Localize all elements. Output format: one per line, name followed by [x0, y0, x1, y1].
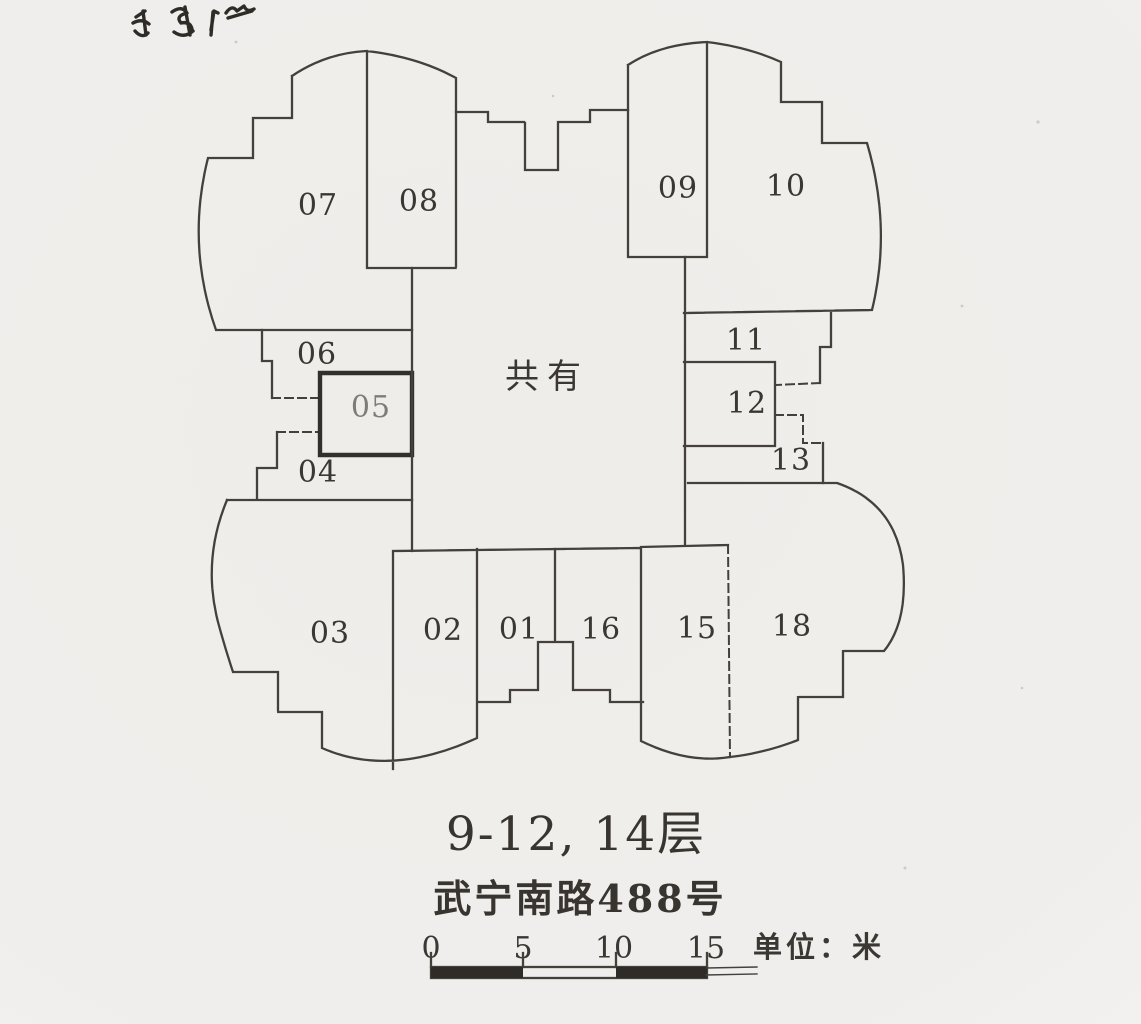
scale-tick-10: 10 [595, 931, 633, 966]
unit-label-11: 11 [726, 323, 766, 358]
handwritten-note-scribble [131, 4, 256, 38]
scale-bar-segment-0-5 [431, 967, 523, 978]
top-notch-outline [454, 108, 630, 172]
block-sw-outline [210, 498, 732, 771]
floor-caption: 9-12, 14层 [446, 807, 706, 862]
unit-label-10: 10 [766, 169, 806, 204]
common-area-label: 共有 [505, 357, 589, 397]
mid-right-units-outline [682, 311, 833, 485]
unit-label-16: 16 [581, 612, 621, 647]
block-nw-outline [197, 49, 458, 332]
unit-label-15: 15 [677, 611, 717, 646]
unit-label-07: 07 [298, 188, 338, 223]
scale-bar-ticks [429, 951, 709, 969]
unit-label-05: 05 [351, 390, 391, 425]
block-se-outline [686, 481, 905, 759]
address-caption: 武宁南路488号 [433, 876, 726, 921]
unit-label-03: 03 [310, 616, 350, 651]
scale-bar-tick-labels: 0 5 10 15 [421, 931, 725, 966]
unit-label-18: 18 [772, 609, 812, 644]
scale-bar-extension-lines [705, 966, 758, 976]
unit-label-08: 08 [399, 184, 439, 219]
scale-tick-5: 5 [513, 931, 532, 966]
scale-bar-segment-10-15 [616, 967, 707, 978]
unit-label-13: 13 [771, 443, 811, 478]
scale-bar: 0 5 10 15 单位：米 [421, 930, 885, 980]
block-ne-outline [626, 40, 883, 315]
unit-label-04: 04 [298, 455, 338, 490]
captions: 9-12, 14层 武宁南路488号 [433, 807, 726, 921]
unit-label-06: 06 [297, 337, 337, 372]
unit-labels: 07 08 09 10 06 05 04 11 12 13 03 02 01 1… [297, 169, 812, 651]
unit-label-09: 09 [658, 171, 698, 206]
unit-label-01: 01 [499, 612, 539, 647]
unit-label-12: 12 [727, 386, 767, 421]
unit-label-02: 02 [423, 613, 463, 648]
mid-left-units-outline [225, 328, 414, 502]
scan-speckles [234, 40, 1040, 870]
corridor-walls [410, 255, 687, 553]
scale-tick-0: 0 [421, 931, 440, 966]
scale-unit-label: 单位：米 [753, 930, 885, 964]
